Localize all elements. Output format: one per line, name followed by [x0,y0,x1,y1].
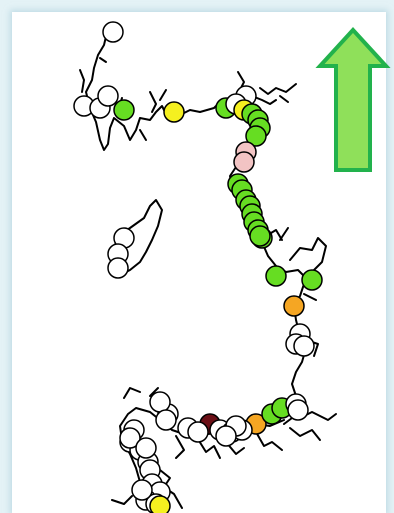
station-marker-white[interactable] [131,479,153,501]
station-marker-white[interactable] [97,85,119,107]
station-marker-pink[interactable] [233,151,255,173]
station-marker-white[interactable] [293,335,315,357]
station-marker-green[interactable] [245,125,267,147]
station-marker-green[interactable] [265,265,287,287]
station-marker-white[interactable] [187,421,209,443]
station-marker-green[interactable] [249,225,271,247]
station-marker-white[interactable] [149,391,171,413]
station-marker-green[interactable] [301,269,323,291]
station-marker-white[interactable] [215,425,237,447]
coastline-east [229,107,307,425]
station-marker-green[interactable] [113,99,135,121]
station-marker-white[interactable] [155,409,177,431]
station-marker-white[interactable] [102,21,124,43]
station-marker-white[interactable] [119,427,141,449]
station-marker-yellow[interactable] [163,101,185,123]
station-marker-yellow[interactable] [149,495,171,513]
station-marker-orange[interactable] [283,295,305,317]
station-markers [73,21,323,513]
north-arrow-icon [315,27,391,172]
station-marker-white[interactable] [135,437,157,459]
station-marker-white[interactable] [107,257,129,279]
station-marker-white[interactable] [287,399,309,421]
